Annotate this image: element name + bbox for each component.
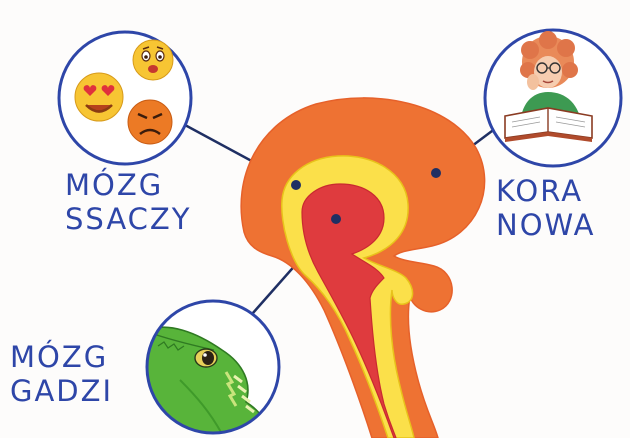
brain-cross-section [241, 98, 484, 438]
reptile-brain-label-line-2: GADZI [10, 374, 113, 408]
neocortex-connector-dot [431, 168, 441, 178]
heart-eyes-emoji-icon [75, 73, 123, 121]
reading-circle [485, 30, 621, 166]
mammal-brain-label: MÓZG SSACZY [65, 168, 192, 236]
mammal-brain-label-line-2: SSACZY [65, 202, 192, 236]
lizard-circle [143, 301, 279, 438]
reptile-connector-dot [331, 214, 341, 224]
mammal-connector-dot [291, 180, 301, 190]
neocortex-label-line-2: NOWA [496, 208, 595, 242]
reptile-brain-label: MÓZG GADZI [10, 340, 113, 408]
shocked-emoji-icon [133, 40, 173, 80]
neocortex-label-line-1: KORA [496, 174, 595, 208]
reptile-brain-label-line-1: MÓZG [10, 340, 113, 374]
emotions-circle [59, 32, 191, 164]
mammal-brain-label-line-1: MÓZG [65, 168, 192, 202]
neocortex-label: KORA NOWA [496, 174, 595, 242]
sad-emoji-icon [128, 100, 172, 144]
